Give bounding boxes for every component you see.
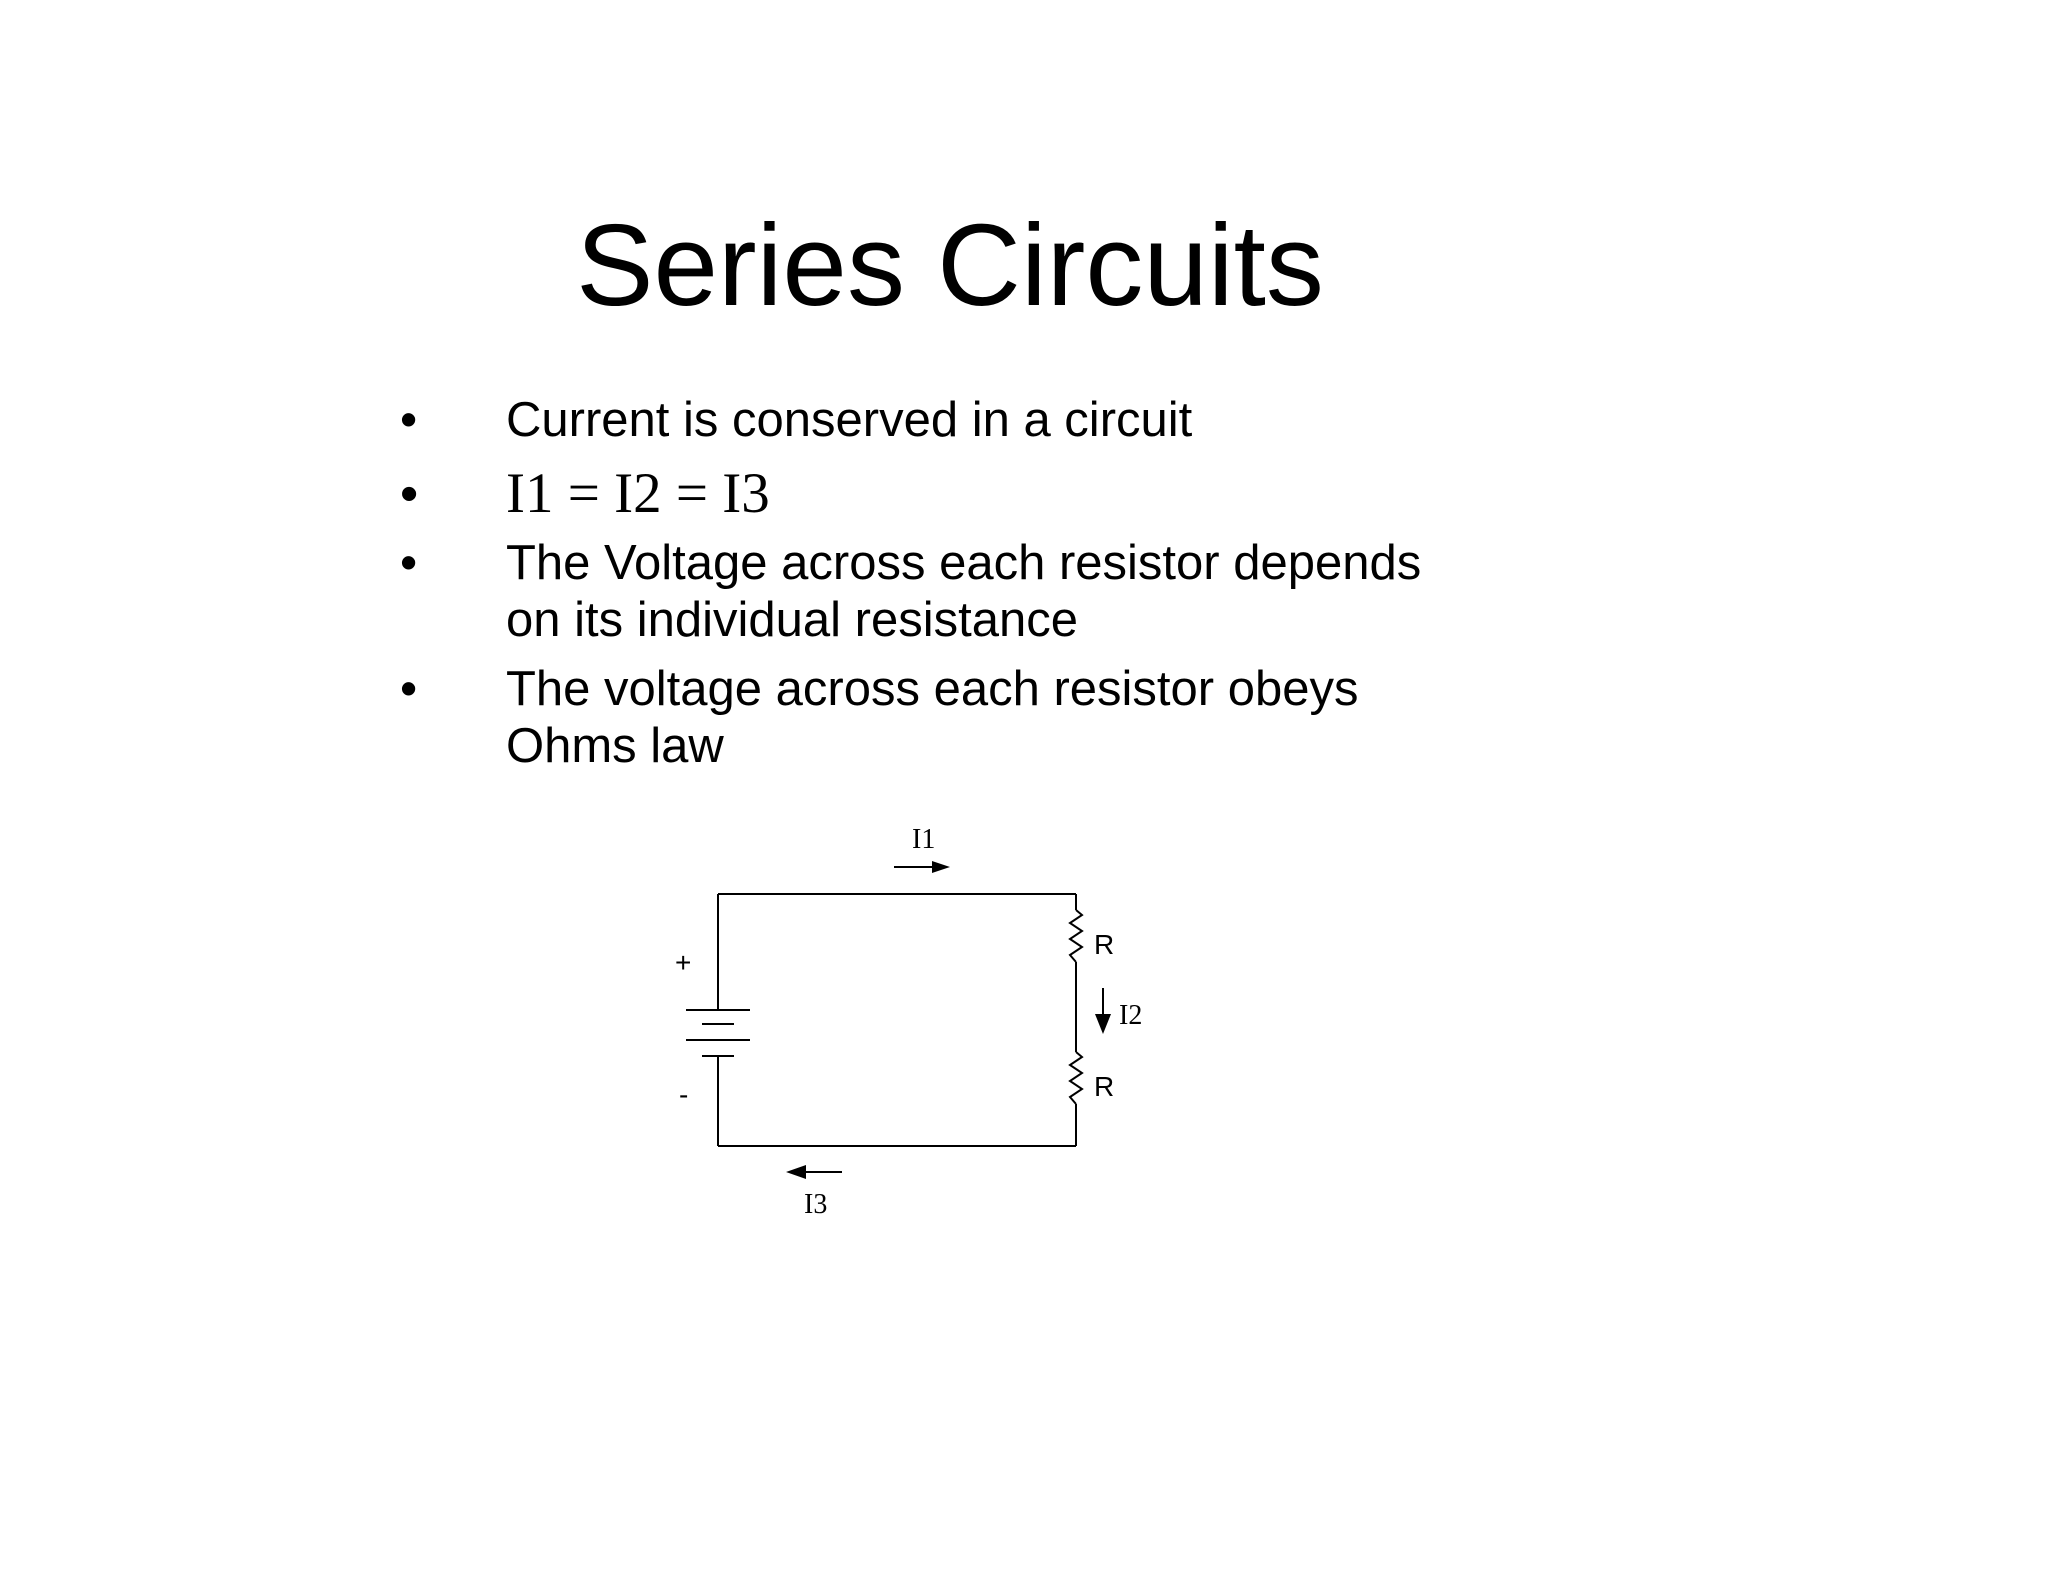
bullet-marker: • [400, 465, 419, 523]
bullet-item: • The Voltage across each resistor depen… [400, 535, 1600, 649]
bullet-equation: I1 = I2 = I3 [506, 462, 770, 525]
bullet-marker: • [400, 393, 418, 447]
slide-title: Series Circuits [576, 200, 1324, 330]
arrow-i2-head [1095, 1014, 1111, 1034]
current-label-i1: I1 [912, 824, 935, 855]
bullet-text-line: The Voltage across each resistor depends [506, 536, 1422, 590]
arrow-i1-head [932, 861, 950, 873]
bullet-item: • I1 = I2 = I3 [400, 461, 1600, 527]
bullet-marker: • [400, 536, 418, 590]
bullet-item: • The voltage across each resistor obeys… [400, 661, 1600, 775]
bullet-item: • Current is conserved in a circuit [400, 392, 1600, 449]
bullet-text: Current is conserved in a circuit [506, 393, 1193, 447]
battery-minus-label: - [679, 1079, 688, 1110]
current-label-i3: I3 [804, 1189, 827, 1220]
bullet-text-line: Ohms law [506, 719, 724, 773]
battery-plus-label: + [675, 947, 691, 978]
resistor-label-bottom: R [1094, 1071, 1114, 1102]
resistor-top-symbol [1068, 909, 1084, 963]
resistor-bottom-symbol [1068, 1051, 1084, 1105]
bullet-text-line: on its individual resistance [506, 593, 1078, 647]
arrow-i3-head [786, 1165, 806, 1179]
bullet-marker: • [400, 662, 418, 716]
current-label-i2: I2 [1119, 1000, 1142, 1031]
resistor-label-top: R [1094, 929, 1114, 960]
bullet-text-line: The voltage across each resistor obeys [506, 662, 1359, 716]
bullet-list: • Current is conserved in a circuit • I1… [400, 392, 1600, 787]
